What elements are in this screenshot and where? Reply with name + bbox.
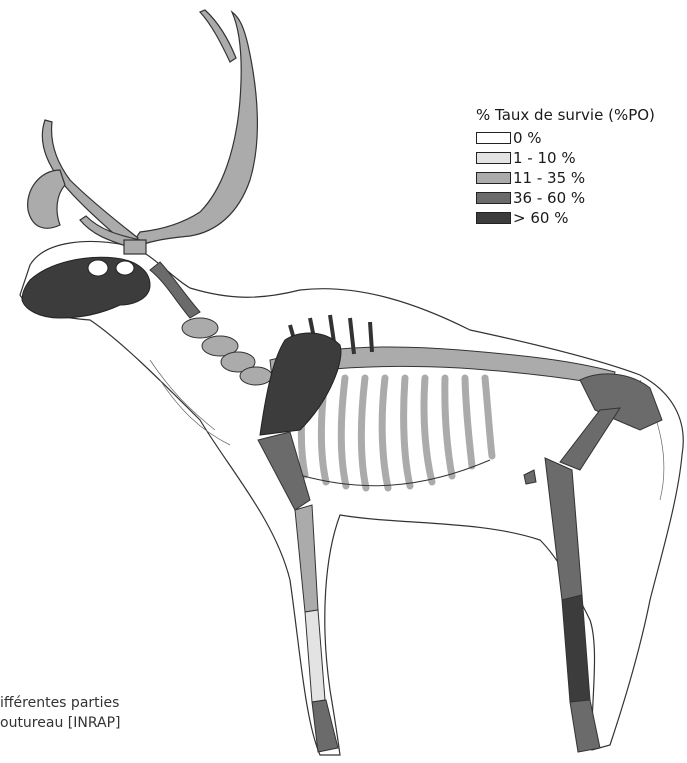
legend-swatch [476,152,511,164]
legend-label: > 60 % [513,209,568,227]
legend-swatch [476,192,511,204]
legend-item: 0 % [476,128,681,148]
legend-item: 11 - 35 % [476,168,681,188]
legend-item: 1 - 10 % [476,148,681,168]
legend: % Taux de survie (%PO) 0 % 1 - 10 % 11 -… [476,106,681,228]
legend-title: % Taux de survie (%PO) [476,106,681,124]
legend-label: 0 % [513,129,542,147]
skull-highlight [116,261,134,275]
legend-label: 11 - 35 % [513,169,585,187]
antlers [28,10,258,254]
legend-item: > 60 % [476,208,681,228]
legend-item: 36 - 60 % [476,188,681,208]
eye-socket [88,260,108,276]
caption-line: ifférentes parties [0,693,120,713]
caption-line: outureau [INRAP] [0,713,120,733]
legend-swatch [476,132,511,144]
legend-label: 1 - 10 % [513,149,576,167]
legend-label: 36 - 60 % [513,189,585,207]
figure-caption: ifférentes parties outureau [INRAP] [0,693,120,733]
legend-swatch [476,212,511,224]
legend-swatch [476,172,511,184]
